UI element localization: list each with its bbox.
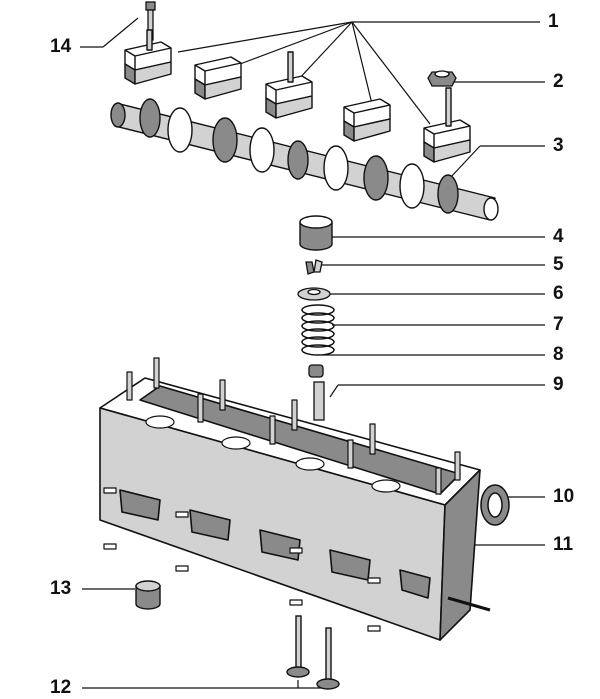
stem-seal-8 xyxy=(308,364,324,378)
callout-6: 6 xyxy=(553,283,564,304)
oil-seal-10 xyxy=(480,484,510,526)
callout-10: 10 xyxy=(553,486,575,507)
valve-guide-9 xyxy=(313,381,325,421)
callout-4: 4 xyxy=(553,226,564,247)
callout-8: 8 xyxy=(553,344,564,365)
nut-2 xyxy=(427,70,457,87)
callout-2: 2 xyxy=(553,71,564,92)
bearing-cap xyxy=(343,98,391,142)
callout-3: 3 xyxy=(553,135,564,156)
callout-13: 13 xyxy=(50,578,72,599)
callout-1: 1 xyxy=(548,11,559,32)
bearing-cap xyxy=(124,29,172,85)
bearing-caps xyxy=(124,29,471,163)
cylinder-head xyxy=(99,357,491,641)
callout-14: 14 xyxy=(50,36,72,57)
camshaft xyxy=(110,98,499,221)
tappet-4 xyxy=(299,215,333,251)
callout-12: 12 xyxy=(50,677,72,698)
bearing-cap xyxy=(423,87,471,163)
callout-5: 5 xyxy=(553,254,564,275)
bearing-cap xyxy=(265,51,313,119)
valves-12 xyxy=(286,615,340,690)
leader-lines xyxy=(80,17,545,689)
spring-seat-6 xyxy=(297,287,331,301)
callout-9: 9 xyxy=(553,374,564,395)
bearing-cap xyxy=(194,56,242,100)
collets-5 xyxy=(305,259,323,275)
valve-spring-7 xyxy=(301,304,335,356)
callout-7: 7 xyxy=(553,314,564,335)
callout-11: 11 xyxy=(553,534,574,555)
sealing-plug-13 xyxy=(135,580,161,610)
